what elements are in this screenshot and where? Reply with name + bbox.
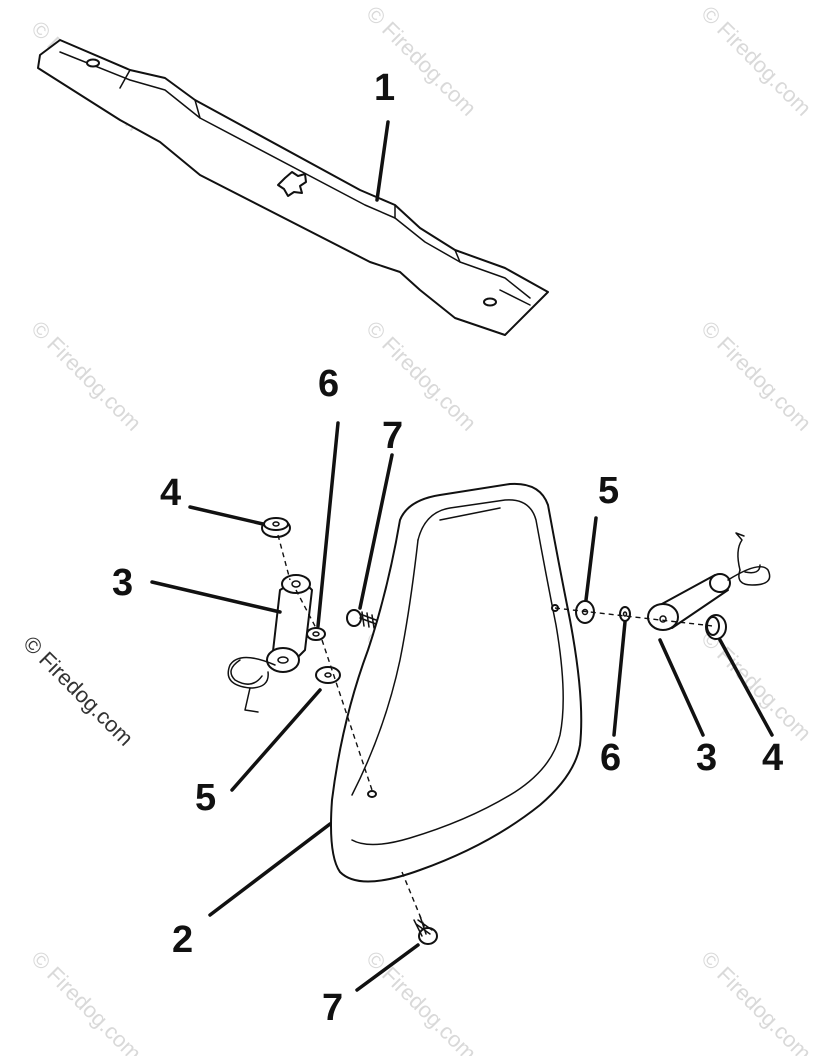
left-washer-large — [315, 666, 341, 684]
side-watermark: © Firedog.com — [18, 631, 138, 751]
deflector-shield — [330, 482, 583, 883]
leader-3-right — [658, 638, 705, 737]
callout-7-top: 7 — [382, 415, 403, 457]
callout-4-right: 4 — [762, 737, 783, 779]
left-knob — [261, 517, 291, 538]
leader-4-left — [188, 505, 265, 526]
leader-5-right — [584, 516, 598, 602]
leader-4-right — [718, 638, 774, 737]
watermark: © Firedog.com — [696, 626, 816, 746]
mower-blade — [37, 39, 549, 336]
callout-6-bottom: 6 — [600, 737, 621, 779]
leader-5-left-bottom — [230, 688, 322, 792]
right-knob — [705, 614, 727, 640]
callout-5-left-bottom: 5 — [195, 777, 216, 819]
leader-6-bottom — [612, 620, 627, 737]
leader-7-bottom — [355, 943, 420, 992]
assembly-lines — [277, 534, 714, 929]
right-washer-small — [619, 606, 631, 622]
watermark: © Firedog.com — [696, 316, 816, 436]
callout-3-right: 3 — [696, 737, 717, 779]
leader-lines — [150, 120, 774, 992]
watermark: © Firedog.com — [361, 316, 481, 436]
callout-labels: 1 2 3 3 4 4 5 5 6 6 7 7 5 — [112, 67, 783, 1029]
callout-3-left: 3 — [112, 562, 133, 604]
callout-5-right: 5 — [598, 470, 619, 512]
leader-6-top — [316, 421, 340, 628]
callout-1: 1 — [374, 67, 395, 109]
bottom-screw — [413, 915, 438, 945]
left-washer-small — [306, 627, 326, 641]
left-hinge-bracket — [227, 574, 313, 713]
right-hinge-bracket — [647, 532, 771, 631]
callout-2: 2 — [172, 919, 193, 961]
callout-7-bottom: 7 — [322, 987, 343, 1029]
top-screw — [346, 609, 377, 629]
leader-2 — [208, 822, 332, 917]
leader-1 — [375, 120, 390, 202]
watermark: © Firedog.com — [696, 1, 816, 121]
watermark: © Firedog.com — [696, 946, 816, 1056]
callout-6-top: 6 — [318, 363, 339, 405]
callout-4-left: 4 — [160, 472, 181, 514]
leader-3-left — [150, 580, 282, 614]
watermark: © Firedog.com — [26, 946, 146, 1056]
watermark: © Firedog.com — [361, 946, 481, 1056]
leader-7-top — [358, 453, 394, 610]
watermark: © Firedog.com — [26, 316, 146, 436]
